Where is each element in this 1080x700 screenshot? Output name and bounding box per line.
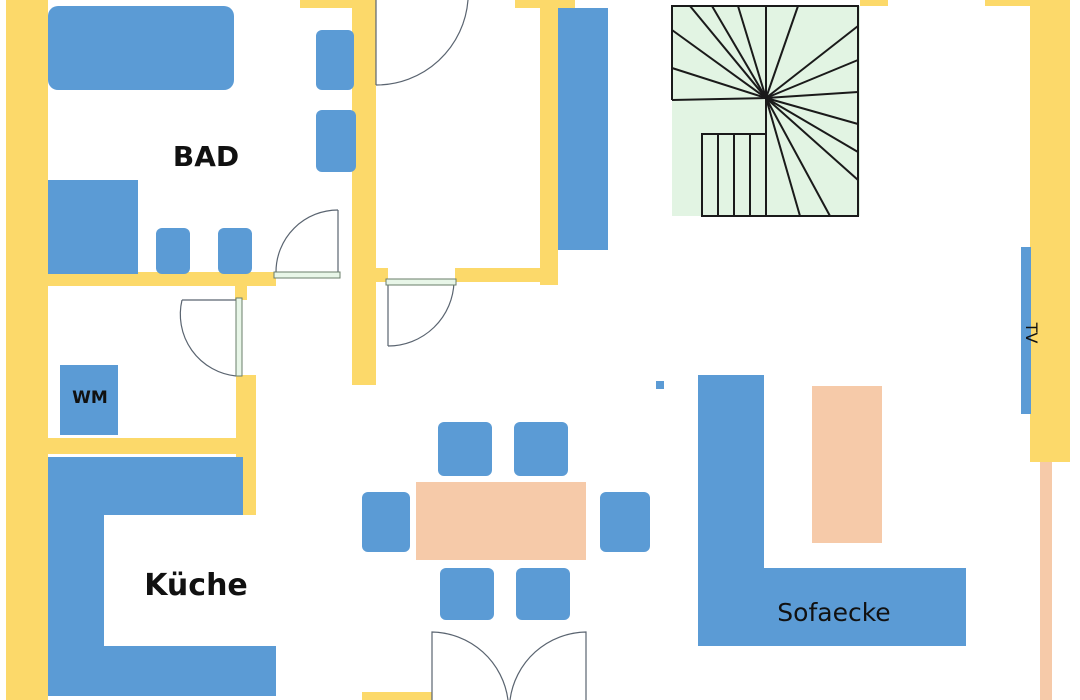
door-frame-room <box>385 278 457 286</box>
stairs-step-line <box>765 97 859 125</box>
sofa-horizontal <box>698 568 966 646</box>
stairs-step-line <box>765 91 859 99</box>
staircase <box>671 5 860 217</box>
stairs-step-line <box>671 67 767 99</box>
wall-room-bottom <box>455 268 555 282</box>
stairs-step-line <box>711 5 767 99</box>
chair <box>362 492 410 552</box>
stairs-area-lower <box>702 132 770 216</box>
furniture <box>48 6 1031 696</box>
chair <box>438 422 492 476</box>
kitchen-counter-side <box>48 515 104 650</box>
door-swing-right-bottom <box>509 631 587 700</box>
wall-left-outer <box>6 0 48 700</box>
wall-center-top <box>300 0 355 8</box>
bathtub <box>48 6 234 90</box>
stairs-step-line <box>765 59 859 99</box>
stairs-step-line <box>671 29 767 99</box>
stairs-step-line <box>765 25 859 99</box>
bidet <box>218 228 252 274</box>
stairs-step-line <box>765 97 859 181</box>
wall-right-lower <box>1040 462 1052 700</box>
chair <box>440 568 494 620</box>
stairs-step-line <box>689 5 767 99</box>
stairs-step-line <box>737 5 767 99</box>
tv-unit <box>1021 247 1031 414</box>
room-label-sofaecke: Sofaecke <box>777 598 890 627</box>
wall-bottom-segment <box>362 692 432 700</box>
door-swing-wm <box>179 299 237 377</box>
walls <box>6 0 1070 700</box>
wall-top-stairs <box>860 0 888 6</box>
marker-dot <box>656 381 664 389</box>
kitchen-counter-top <box>48 457 243 515</box>
wardrobe <box>558 8 608 250</box>
stairs-step-line <box>765 97 831 217</box>
door-frame-wm <box>235 297 243 377</box>
stairs-step-line <box>765 97 859 153</box>
wall-room-right <box>540 0 558 285</box>
door-swing-left-bottom <box>431 631 509 700</box>
wall-wm-right <box>235 286 247 300</box>
room-label-kueche: Küche <box>144 568 248 603</box>
dining-table <box>416 482 586 560</box>
coffee-table <box>812 386 882 543</box>
door-swing-bath <box>275 209 339 273</box>
stairs-outline <box>671 5 859 217</box>
wall-bath-bottom <box>6 272 276 286</box>
chair <box>516 568 570 620</box>
washing-machine <box>60 365 118 435</box>
room-label-wm: WM <box>72 388 108 408</box>
doors <box>179 0 587 700</box>
label-tv: TV <box>1022 322 1041 344</box>
stairs-step-line <box>765 5 799 99</box>
wall-right-outer <box>1030 0 1070 462</box>
labels: BAD WM Küche Sofaecke TV <box>72 140 1041 627</box>
toilet <box>156 228 190 274</box>
door-swing-room <box>387 281 455 347</box>
wall-room-bottom-left <box>376 268 388 282</box>
wall-wm-bottom <box>6 438 248 454</box>
washbasin-upper <box>316 30 354 90</box>
wall-top-right-corner <box>985 0 1070 6</box>
wall-center-vertical <box>352 0 376 385</box>
kitchen-counter-bottom <box>48 646 276 696</box>
door-swing-top <box>375 0 469 86</box>
shower <box>48 180 138 274</box>
door-frame-bath <box>273 271 341 279</box>
chair <box>600 492 650 552</box>
stairs-step-line <box>671 97 767 101</box>
room-label-bad: BAD <box>173 140 239 173</box>
washbasin-lower <box>316 110 356 172</box>
chair <box>514 422 568 476</box>
stairs-step-line <box>765 97 801 217</box>
